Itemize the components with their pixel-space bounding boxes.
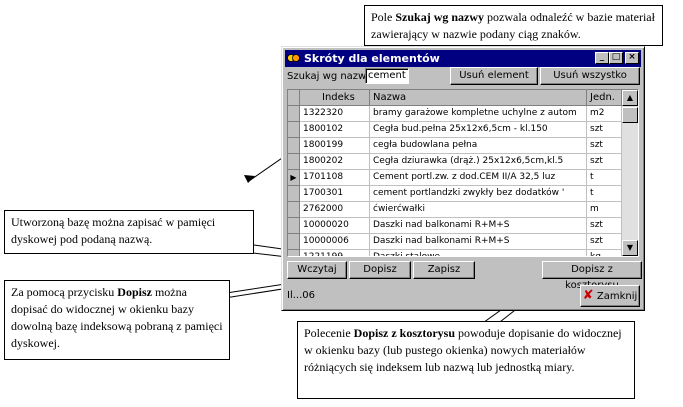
table-cell-unit[interactable]: t <box>587 186 622 202</box>
table-cell-unit[interactable]: t <box>587 170 622 186</box>
maximize-button[interactable]: □ <box>609 52 623 64</box>
scroll-thumb[interactable] <box>622 107 638 123</box>
table-cell-index[interactable]: 1700301 <box>300 186 370 202</box>
title-bar: Skróty dla elementów _ □ × <box>285 50 641 67</box>
window-title: Skróty dla elementów <box>304 52 440 65</box>
search-input[interactable]: cement <box>365 68 409 84</box>
scroll-down-arrow-icon[interactable]: ▼ <box>622 240 638 256</box>
table-cell-name[interactable]: Cegła dziurawka (drąż.) 25x12x6,5cm,kl.5 <box>370 154 587 170</box>
table-cell-name[interactable]: cegła budowlana pełna <box>370 138 587 154</box>
callout-append: Za pomocą przycisku Dopisz można dopisać… <box>4 280 230 360</box>
table-cell-index[interactable]: 10000006 <box>300 234 370 250</box>
scroll-up-arrow-icon[interactable]: ▲ <box>622 90 638 106</box>
callout-save: Utworzoną bazę można zapisać w pamięci d… <box>4 210 254 254</box>
table-cell-unit[interactable]: m2 <box>587 106 622 122</box>
shortcuts-dialog: Skróty dla elementów _ □ × Szukaj wg naz… <box>281 46 645 311</box>
table-cell-unit[interactable]: kg <box>587 250 622 256</box>
status-text: Il...06 <box>287 290 315 301</box>
table-cell-index[interactable]: 1701108 <box>300 170 370 186</box>
app-icon <box>287 54 300 62</box>
row-indicator <box>288 122 300 138</box>
row-indicator <box>288 202 300 218</box>
table-cell-name[interactable]: Daszki nad balkonami R+M+S <box>370 234 587 250</box>
row-indicator <box>288 250 300 256</box>
table-cell-index[interactable]: 2762000 <box>300 202 370 218</box>
close-window-button[interactable]: × <box>625 52 639 64</box>
table-cell-name[interactable]: Cegła bud.pełna 25x12x6,5cm - kl.150 <box>370 122 587 138</box>
close-button[interactable]: ✘ Zamknij <box>580 285 640 307</box>
column-header-unit[interactable]: Jedn. <box>587 90 622 106</box>
row-indicator <box>288 234 300 250</box>
row-indicator <box>288 154 300 170</box>
table-cell-index[interactable]: 1800102 <box>300 122 370 138</box>
search-label: Szukaj wg nazwy: <box>287 71 375 82</box>
close-button-label: Zamknij <box>596 291 638 302</box>
table-cell-unit[interactable]: szt <box>587 138 622 154</box>
remove-element-button[interactable]: Usuń element <box>450 67 538 85</box>
column-header-index[interactable]: Indeks <box>300 90 370 106</box>
save-button[interactable]: Zapisz <box>413 261 475 279</box>
table-cell-unit[interactable]: szt <box>587 218 622 234</box>
load-button[interactable]: Wczytaj <box>287 261 347 279</box>
close-x-icon: ✘ <box>582 288 594 303</box>
table-cell-name[interactable]: Daszki nad balkonami R+M+S <box>370 218 587 234</box>
row-indicator <box>288 138 300 154</box>
remove-all-button[interactable]: Usuń wszystko <box>540 67 640 85</box>
table-cell-name[interactable]: ćwierćwałki <box>370 202 587 218</box>
row-indicator <box>288 218 300 234</box>
table-cell-name[interactable]: Cement portl.zw. z dod.CEM II/A 32,5 luz <box>370 170 587 186</box>
row-indicator: ▶ <box>288 170 300 186</box>
table-cell-index[interactable]: 10000020 <box>300 218 370 234</box>
table-cell-index[interactable]: 1322320 <box>300 106 370 122</box>
row-indicator <box>288 106 300 122</box>
table-cell-unit[interactable]: szt <box>587 234 622 250</box>
append-button[interactable]: Dopisz <box>349 261 411 279</box>
table-cell-name[interactable]: Daszki stalowe <box>370 250 587 256</box>
table-cell-name[interactable]: bramy garażowe kompletne uchylne z autom <box>370 106 587 122</box>
append-from-estimate-button[interactable]: Dopisz z kosztorysu <box>542 261 642 291</box>
row-indicator <box>288 186 300 202</box>
table-cell-index[interactable]: 1800199 <box>300 138 370 154</box>
column-header-name[interactable]: Nazwa <box>370 90 587 106</box>
table-cell-unit[interactable]: szt <box>587 154 622 170</box>
minimize-button[interactable]: _ <box>595 52 609 64</box>
table-cell-index[interactable]: 1800202 <box>300 154 370 170</box>
table-cell-index[interactable]: 1221199 <box>300 250 370 256</box>
callout-append-from-estimate: Polecenie Dopisz z kosztorysu powoduje d… <box>297 321 635 399</box>
table-cell-name[interactable]: cement portlandzki zwykły bez dodatków ' <box>370 186 587 202</box>
table-cell-unit[interactable]: szt <box>587 122 622 138</box>
table-cell-unit[interactable]: m <box>587 202 622 218</box>
header-indicator <box>288 90 300 106</box>
callout-search-field: Pole Szukaj wg nazwy pozwala odnaleźć w … <box>364 5 663 46</box>
vertical-scrollbar[interactable]: ▲ ▼ <box>622 90 638 256</box>
arrow-head <box>244 175 255 183</box>
